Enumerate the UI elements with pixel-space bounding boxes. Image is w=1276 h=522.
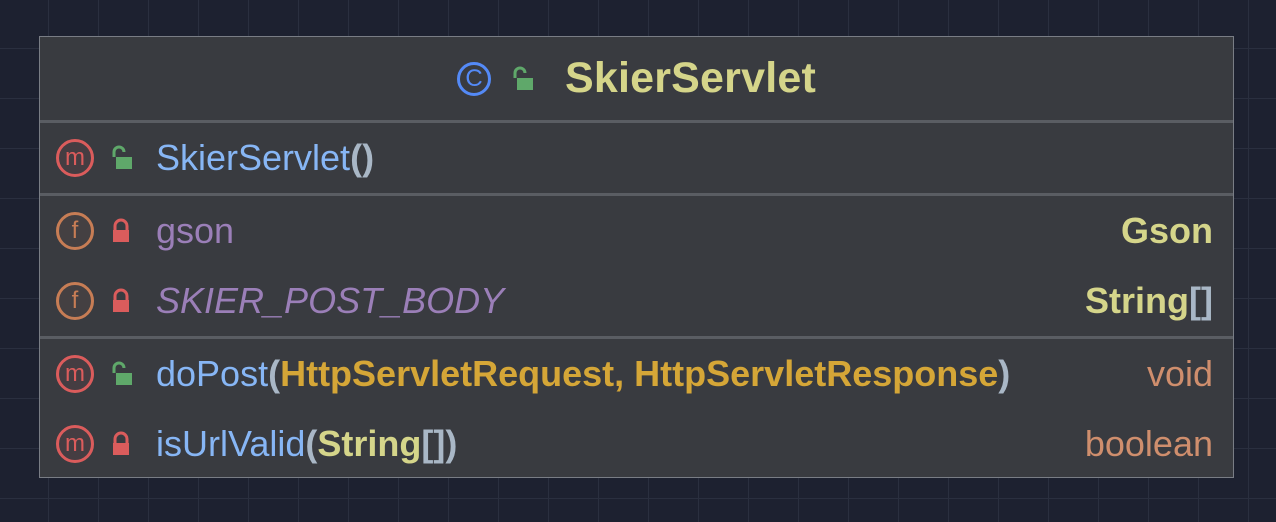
locked-icon xyxy=(108,288,134,314)
class-name: SkierServlet xyxy=(564,54,816,102)
method-row[interactable]: m doPost(HttpServletRequest, HttpServlet… xyxy=(40,339,1233,409)
method-icon: m xyxy=(56,139,94,177)
close-paren: ) xyxy=(998,353,1011,394)
constructors-section: m SkierServlet() xyxy=(40,123,1233,196)
open-paren: ( xyxy=(305,423,318,464)
unlocked-icon xyxy=(108,361,134,387)
return-type: void xyxy=(1146,353,1213,394)
constructor-name: SkierServlet xyxy=(156,137,351,178)
methods-section: m doPost(HttpServletRequest, HttpServlet… xyxy=(40,339,1233,479)
array-brackets: [] xyxy=(1189,280,1213,321)
field-row[interactable]: f gson Gson xyxy=(40,196,1233,266)
fields-section: f gson Gson f SKIER_POST_BODY String[] xyxy=(40,196,1233,339)
field-icon: f xyxy=(56,212,94,250)
param-type: HttpServletResponse xyxy=(634,353,999,394)
open-paren: ( xyxy=(268,353,281,394)
field-type: String xyxy=(1085,280,1190,321)
method-icon: m xyxy=(56,425,94,463)
param-separator: , xyxy=(614,353,635,394)
field-row[interactable]: f SKIER_POST_BODY String[] xyxy=(40,266,1233,336)
close-paren: ) xyxy=(445,423,458,464)
method-row[interactable]: m isUrlValid(String[]) boolean xyxy=(40,409,1233,479)
return-type: boolean xyxy=(1084,423,1213,464)
param-type: String xyxy=(317,423,422,464)
field-icon: f xyxy=(56,282,94,320)
open-paren: ( xyxy=(350,137,363,178)
field-type: Gson xyxy=(1120,210,1213,251)
array-brackets: [] xyxy=(421,423,446,464)
method-name: doPost xyxy=(156,353,269,394)
field-name: gson xyxy=(156,210,235,251)
uml-class-box: C SkierServlet m SkierServlet() f xyxy=(39,36,1234,478)
constructor-row[interactable]: m SkierServlet() xyxy=(40,123,1233,193)
locked-icon xyxy=(108,218,134,244)
close-paren: ) xyxy=(362,137,375,178)
method-icon: m xyxy=(56,355,94,393)
class-header: C SkierServlet xyxy=(40,37,1233,123)
unlocked-icon xyxy=(108,145,134,171)
field-name: SKIER_POST_BODY xyxy=(156,280,505,321)
unlocked-icon xyxy=(509,66,535,92)
locked-icon xyxy=(108,431,134,457)
class-icon: C xyxy=(456,61,491,96)
method-name: isUrlValid xyxy=(156,423,306,464)
param-type: HttpServletRequest xyxy=(280,353,615,394)
